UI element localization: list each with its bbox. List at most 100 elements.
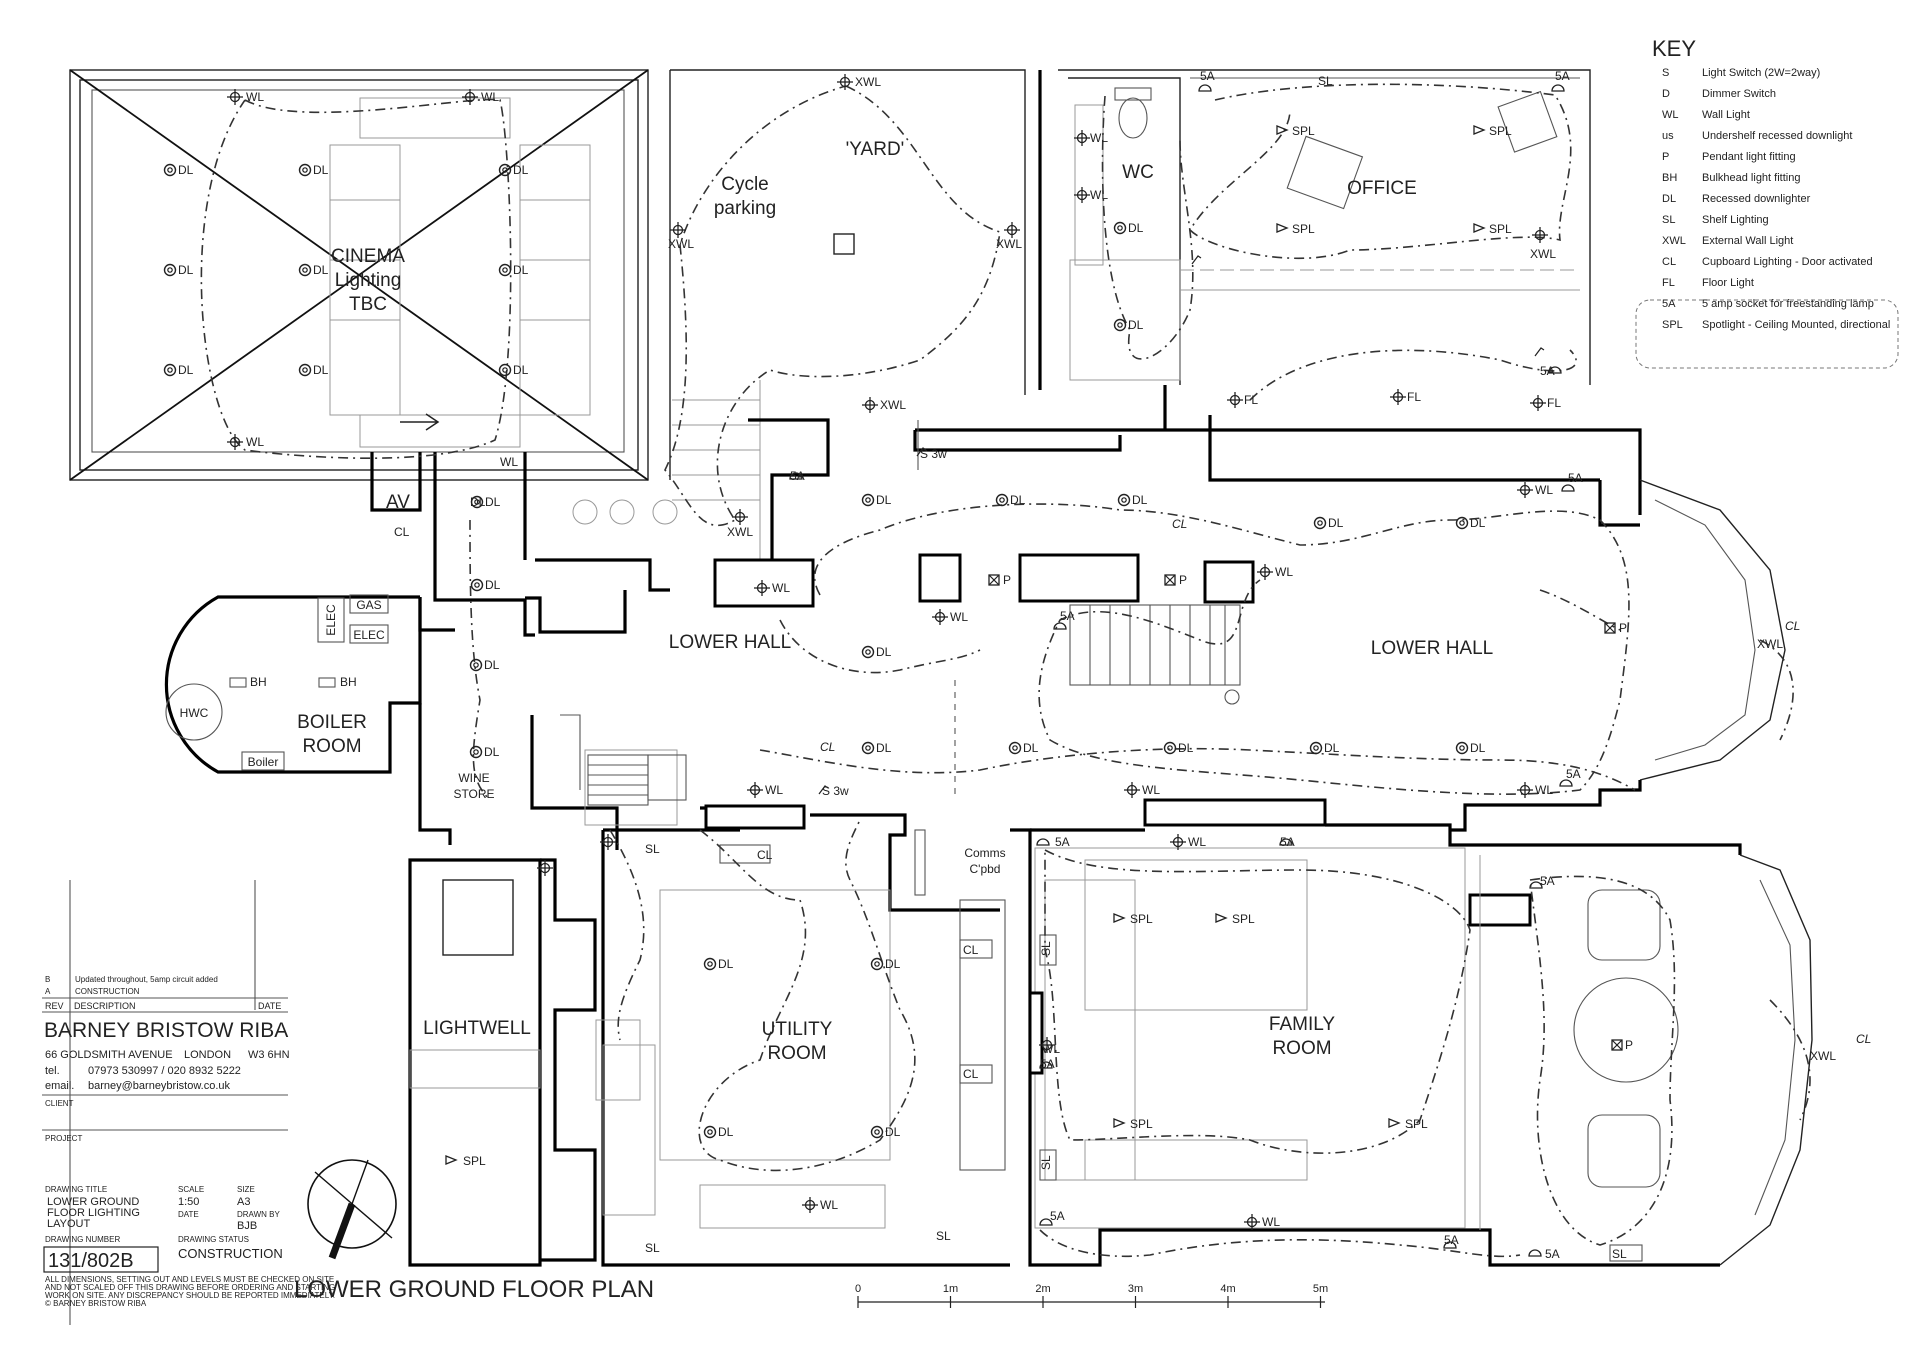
fixture-label: XWL xyxy=(727,525,753,539)
room-boiler-line2: ROOM xyxy=(302,736,361,757)
col-rev: REV xyxy=(45,1001,64,1011)
fixture-label: WL xyxy=(246,90,264,104)
fixture-label: DL xyxy=(1324,741,1340,755)
fixture-label: DL xyxy=(178,163,194,177)
fixture-label: SPL xyxy=(1405,1117,1428,1131)
drawing-title: LOWER GROUND FLOOR PLAN xyxy=(294,1276,654,1303)
rev-b-desc: Updated throughout, 5amp circuit added xyxy=(75,975,218,984)
fixture-label: SPL xyxy=(1232,912,1255,926)
fixture-label: DL xyxy=(178,363,194,377)
fixture-label: XWL xyxy=(880,398,906,412)
size-label: SIZE xyxy=(237,1185,255,1194)
fixture-label: WL xyxy=(820,1198,838,1212)
note-line: WORK ON SITE. ANY DISCREPANCY SHOULD BE … xyxy=(45,1291,335,1300)
fixture-label: SPL xyxy=(1489,124,1512,138)
fixture-label: CL xyxy=(963,943,979,957)
drawing-number-label: DRAWING NUMBER xyxy=(45,1235,120,1244)
fixture-label: 5A xyxy=(1200,69,1215,83)
legend-label: Wall Light xyxy=(1702,109,1750,121)
drawn-by-value: BJB xyxy=(237,1220,257,1232)
fixture-label: CL xyxy=(1856,1032,1871,1046)
fixture-label: DL xyxy=(1178,741,1194,755)
fixture-label: DL xyxy=(885,1125,901,1139)
room-family-line1: FAMILY xyxy=(1269,1014,1335,1035)
fixture-label: P xyxy=(1619,621,1627,635)
fixture-label: SL xyxy=(1318,74,1333,88)
fixture-label: WL xyxy=(1090,188,1108,202)
fixture-label: 5A xyxy=(1040,1057,1055,1071)
room-utility-line1: UTILITY xyxy=(762,1019,833,1040)
room-lower-hall-east: LOWER HALL xyxy=(1371,638,1493,659)
fixture-label: DL xyxy=(1470,516,1486,530)
fixture-label: SL xyxy=(645,842,660,856)
room-utility-line2: ROOM xyxy=(767,1043,826,1064)
rev-a-desc: CONSTRUCTION xyxy=(75,987,140,996)
fixture-label: S 3w xyxy=(920,447,947,461)
fixture-label: P xyxy=(1003,573,1011,587)
north-point xyxy=(307,1159,397,1260)
room-yard: 'YARD' xyxy=(846,139,905,160)
fixture-label: 5A xyxy=(1566,767,1581,781)
fixture-label: DL xyxy=(876,741,892,755)
rev-a-code: A xyxy=(45,987,51,996)
fixture-label: WL xyxy=(1142,783,1160,797)
scale-tick-label: 0 xyxy=(855,1283,861,1295)
fixture-label: SPL xyxy=(1292,222,1315,236)
fixture-label: BH xyxy=(250,675,267,689)
room-comms-line2: C'pbd xyxy=(970,862,1001,876)
legend-label: 5 amp socket for freestanding lamp xyxy=(1702,298,1874,310)
fixture-label: BH xyxy=(340,675,357,689)
drawing-title-label: DRAWING TITLE xyxy=(45,1185,107,1194)
fixture-label: DL xyxy=(313,263,329,277)
email-label: email. xyxy=(45,1080,74,1092)
fixture-label: DL xyxy=(1023,741,1039,755)
fixture-label: DL xyxy=(313,163,329,177)
fixture-label: WL xyxy=(500,455,518,469)
title-block: B Updated throughout, 5amp circuit added… xyxy=(42,880,335,1325)
fixture-label: SPL xyxy=(1489,222,1512,236)
legend-label: Undershelf recessed downlight xyxy=(1702,130,1852,142)
room-cycle-line2: parking xyxy=(714,198,776,219)
legend-symbol: D xyxy=(1662,88,1670,100)
size-value: A3 xyxy=(237,1196,250,1208)
legend-label: Recessed downlighter xyxy=(1702,193,1811,205)
fixture-label: DL xyxy=(484,658,500,672)
fixture-label: DL xyxy=(1128,221,1144,235)
legend-symbol: S xyxy=(1662,67,1669,79)
fixture-label: 5A xyxy=(1540,874,1555,888)
drawn-by-label: DRAWN BY xyxy=(237,1210,280,1219)
fixture-label: XWL xyxy=(1530,247,1556,261)
legend-symbol: XWL xyxy=(1662,235,1686,247)
room-office: OFFICE xyxy=(1347,178,1417,199)
fixture-label: WL xyxy=(1275,565,1293,579)
legend-label: Pendant light fitting xyxy=(1702,151,1796,163)
room-cinema-line2: Lighting xyxy=(335,270,402,291)
room-family-line2: ROOM xyxy=(1272,1038,1331,1059)
drawing-title-line3: LAYOUT xyxy=(47,1218,90,1230)
fixture-label: DL xyxy=(876,645,892,659)
fixture-label: DL xyxy=(313,363,329,377)
room-cinema-line3: TBC xyxy=(349,294,387,315)
project-label: PROJECT xyxy=(45,1134,82,1143)
fixture-label: SL xyxy=(645,1241,660,1255)
fixture-label: DL xyxy=(1328,516,1344,530)
firm-address: 66 GOLDSMITH AVENUE xyxy=(45,1049,173,1061)
drawing-number: 131/802B xyxy=(48,1250,134,1272)
fixture-label: 5A xyxy=(790,469,805,483)
elec-vertical-label: ELEC xyxy=(324,604,338,636)
fixture-label: DL xyxy=(470,495,486,509)
fixture-label: FL xyxy=(1244,393,1258,407)
fixture-label: DL xyxy=(513,163,529,177)
legend-label: Floor Light xyxy=(1702,277,1754,289)
drawing-title-line1: LOWER GROUND xyxy=(47,1196,139,1208)
boiler-unit-label: Boiler xyxy=(248,755,279,769)
fixture-label: 5A xyxy=(1060,609,1075,623)
fixture-label: DL xyxy=(718,957,734,971)
fixture-label: DL xyxy=(718,1125,734,1139)
legend-symbol: CL xyxy=(1662,256,1676,268)
room-labels: CINEMA Lighting TBC AV 'YARD' Cycle park… xyxy=(180,139,1494,1064)
fixture-label: XWL xyxy=(996,237,1022,251)
legend-symbol: DL xyxy=(1662,193,1676,205)
fixture-label: SPL xyxy=(1130,1117,1153,1131)
